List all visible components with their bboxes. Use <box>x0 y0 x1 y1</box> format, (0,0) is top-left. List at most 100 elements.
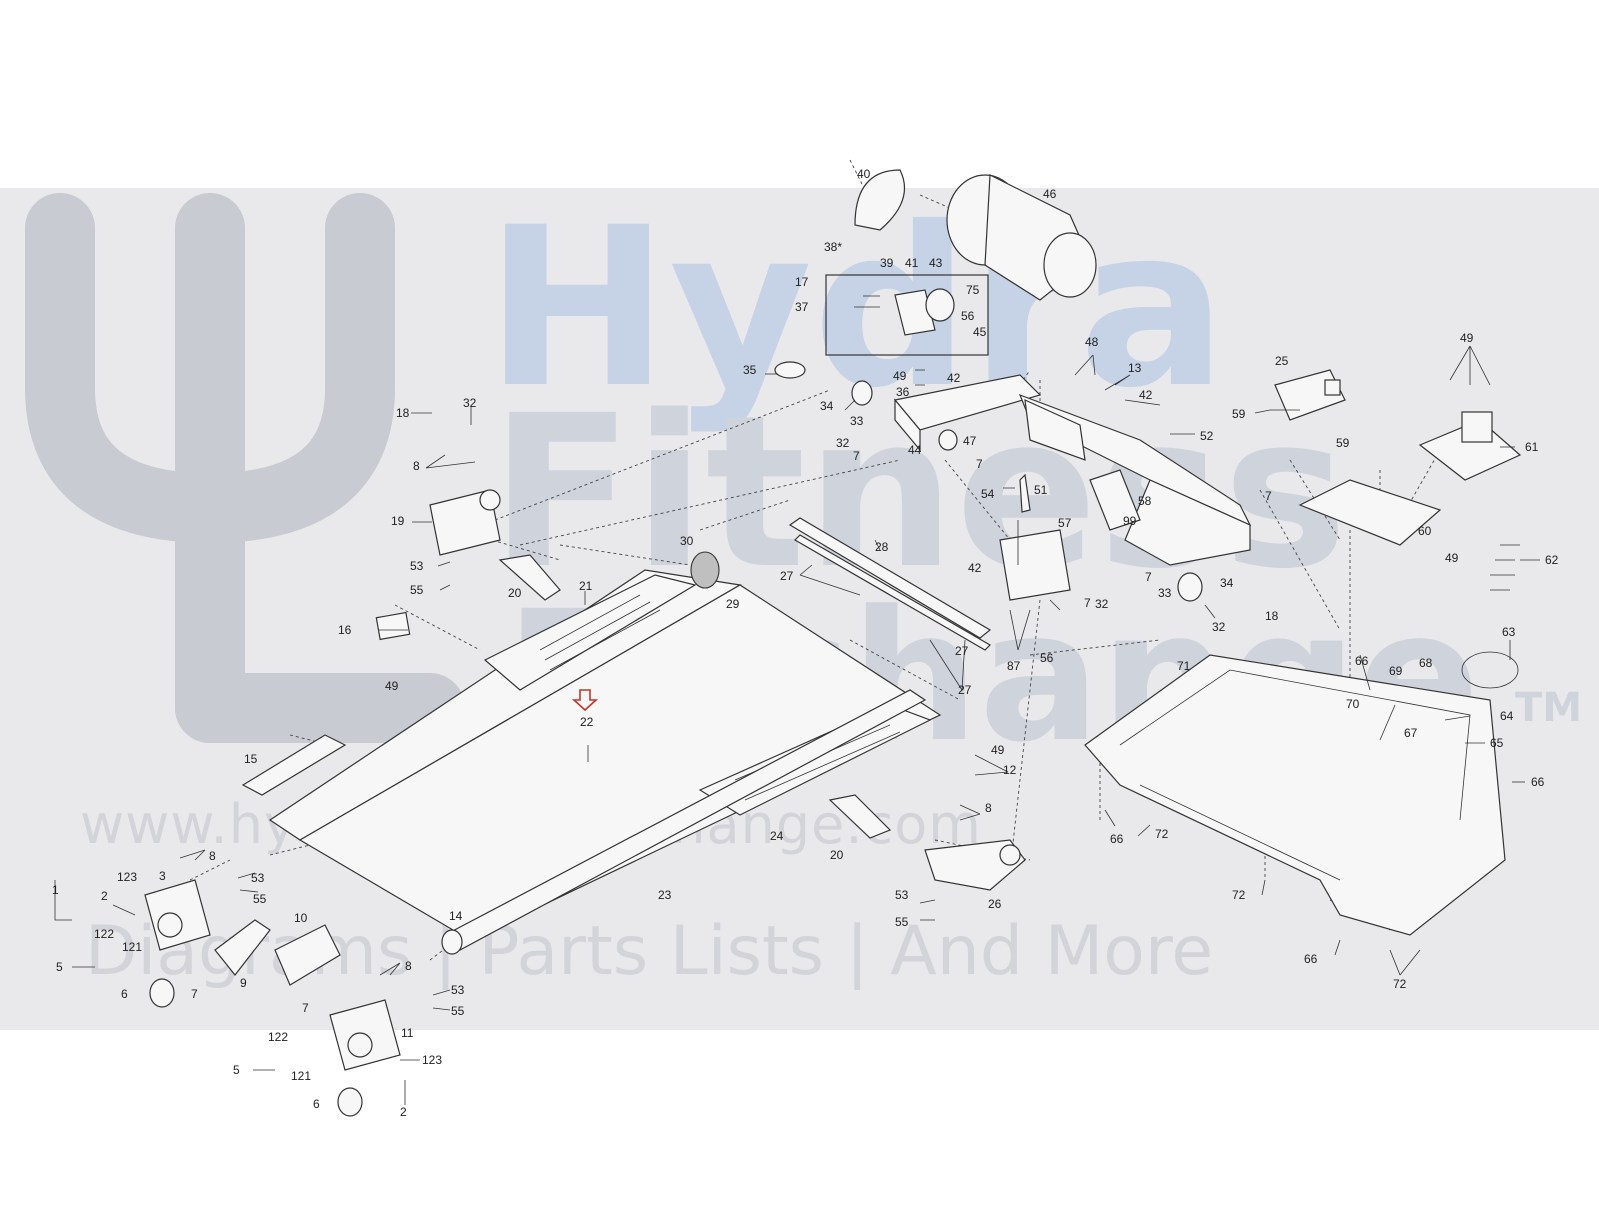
callout-32: 32 <box>1212 620 1226 634</box>
part-60-plate[interactable] <box>1298 479 1442 546</box>
callout-7: 7 <box>1145 570 1152 584</box>
callout-53: 53 <box>895 888 909 902</box>
part-20-bracket-top[interactable] <box>498 554 561 601</box>
callout-18: 18 <box>396 406 410 420</box>
callout-56: 56 <box>961 309 975 323</box>
callout-56: 56 <box>1040 651 1054 665</box>
part-39-bracket[interactable] <box>894 289 936 336</box>
part-43-idler[interactable] <box>925 288 955 322</box>
part-61-board[interactable] <box>1418 419 1522 481</box>
watermark-tagline: Diagrams | Parts Lists | And More <box>85 912 1214 991</box>
callout-64: 64 <box>1500 709 1514 723</box>
callout-45: 45 <box>973 325 987 339</box>
part-54-stop[interactable] <box>1019 473 1031 513</box>
part-1-rod[interactable] <box>54 880 72 921</box>
leader-lines <box>72 295 1540 1105</box>
part-35-gasket[interactable] <box>774 361 806 379</box>
part-63-cord[interactable] <box>1461 651 1519 689</box>
part-9-cover[interactable] <box>214 919 271 976</box>
callout-70: 70 <box>1346 697 1360 711</box>
callout-65: 65 <box>1490 736 1504 750</box>
callout-53: 53 <box>451 983 465 997</box>
callout-67: 67 <box>1404 726 1418 740</box>
part-99-plate[interactable] <box>1089 469 1141 531</box>
callout-38: 38* <box>824 240 842 254</box>
callout-57: 57 <box>1058 516 1072 530</box>
part-71-hood[interactable] <box>1084 654 1506 936</box>
callout-72: 72 <box>1232 888 1246 902</box>
callout-11: 11 <box>401 1026 414 1040</box>
callout-43: 43 <box>929 256 943 270</box>
callout-44: 44 <box>908 443 922 457</box>
watermark-hydra-text: Hydra <box>485 180 1227 436</box>
part-21-siderail[interactable] <box>483 574 697 691</box>
part-10-cover[interactable] <box>274 924 341 986</box>
callout-7: 7 <box>976 457 983 471</box>
part-38-kit-box[interactable] <box>825 274 989 356</box>
callout-59: 59 <box>1336 436 1350 450</box>
callout-6: 6 <box>121 987 128 1001</box>
part-34-wheel-a[interactable] <box>851 380 873 406</box>
callout-6: 6 <box>313 1097 320 1111</box>
callout-23: 23 <box>658 888 672 902</box>
callout-66: 66 <box>1531 775 1545 789</box>
callout-32: 32 <box>1095 597 1109 611</box>
callout-123: 123 <box>422 1053 442 1067</box>
callout-33: 33 <box>1158 586 1172 600</box>
callout-7: 7 <box>1084 596 1091 610</box>
callout-46: 46 <box>1043 187 1057 201</box>
callout-32: 32 <box>463 396 477 410</box>
callout-5: 5 <box>233 1063 240 1077</box>
part-28-rail[interactable] <box>788 517 992 639</box>
part-44-spacer[interactable] <box>938 429 958 451</box>
callout-1: 1 <box>52 883 59 897</box>
callout-53: 53 <box>251 871 265 885</box>
callout-34: 34 <box>820 399 834 413</box>
callout-33: 33 <box>850 414 864 428</box>
callout-99: 99 <box>1123 514 1137 528</box>
callout-labels: 1 2 2 3 5 5 6 6 7 7 7 7 7 7 7 8 8 8 8 9 … <box>52 167 1559 1119</box>
callout-15: 15 <box>244 752 258 766</box>
callout-42: 42 <box>947 371 961 385</box>
callout-42: 42 <box>1139 388 1153 402</box>
part-51-plate[interactable] <box>1024 399 1086 461</box>
callout-27: 27 <box>958 683 972 697</box>
part-6-wheel-b[interactable] <box>337 1087 363 1117</box>
callout-55: 55 <box>253 892 267 906</box>
part-40-belt[interactable] <box>854 169 906 231</box>
callout-49: 49 <box>893 369 907 383</box>
callout-51: 51 <box>1034 483 1048 497</box>
callout-7: 7 <box>302 1001 309 1015</box>
part-23-belt[interactable] <box>298 584 942 941</box>
callout-8: 8 <box>209 849 216 863</box>
callout-24: 24 <box>770 829 784 843</box>
part-29-pulley[interactable] <box>690 551 720 589</box>
part-16-bracket[interactable] <box>375 611 411 641</box>
callout-8: 8 <box>413 459 420 473</box>
callout-28: 28 <box>875 540 889 554</box>
callout-29: 29 <box>726 597 740 611</box>
down-arrow-outline-icon <box>571 689 599 712</box>
callout-12: 12 <box>1003 763 1017 777</box>
callout-35: 35 <box>743 363 757 377</box>
callout-30: 30 <box>680 534 694 548</box>
callout-62: 62 <box>1545 553 1559 567</box>
callout-32: 32 <box>836 436 850 450</box>
callout-36: 36 <box>896 385 910 399</box>
callout-22: 22 <box>580 715 594 729</box>
part-20-bracket-bottom[interactable] <box>828 794 892 839</box>
callout-42: 42 <box>968 561 982 575</box>
callout-13: 13 <box>1128 361 1142 375</box>
part-57-controller[interactable] <box>999 529 1071 601</box>
callout-8: 8 <box>985 801 992 815</box>
part-15-plate[interactable] <box>241 734 347 796</box>
callout-68: 68 <box>1419 656 1433 670</box>
callout-19: 19 <box>391 514 405 528</box>
part-62-harness[interactable] <box>1490 544 1520 591</box>
part-47-frame[interactable] <box>893 374 1042 431</box>
callout-55: 55 <box>410 583 424 597</box>
callout-54: 54 <box>981 487 995 501</box>
part-34-wheel-b[interactable] <box>1177 572 1203 602</box>
part-6-wheel-a[interactable] <box>149 978 175 1008</box>
